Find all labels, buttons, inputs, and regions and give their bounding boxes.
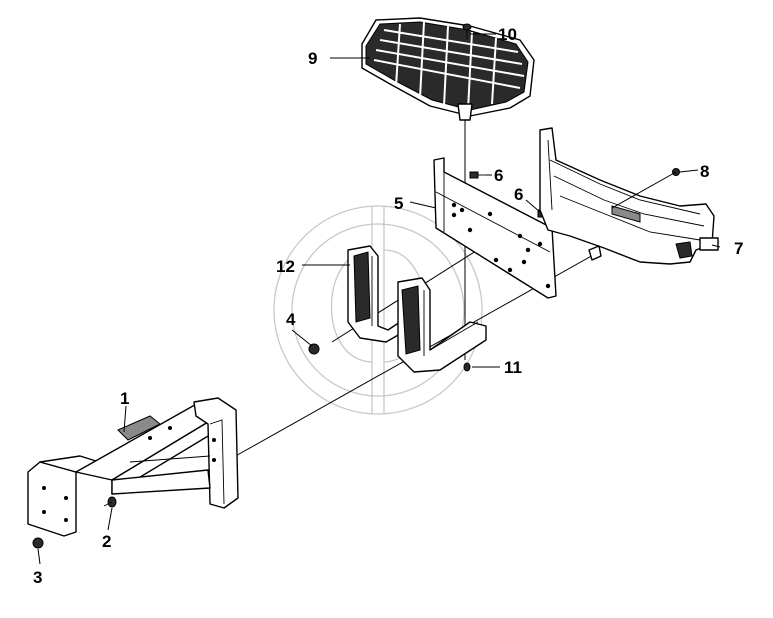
callout-4: 4 [286, 310, 296, 329]
nut-part-11 [463, 362, 471, 372]
callout-1: 1 [120, 389, 129, 408]
bracket-screw-part [588, 245, 602, 261]
leader-lines [37, 33, 721, 565]
callout-12: 12 [276, 257, 295, 276]
hook-bracket-left-part [347, 245, 401, 343]
callout-3: 3 [33, 568, 42, 587]
callout-9: 9 [308, 49, 317, 68]
callout-2: 2 [102, 532, 111, 551]
nut-part-3 [32, 537, 44, 549]
bolt-part-upper [469, 171, 486, 179]
callout-5: 5 [394, 194, 403, 213]
step-tray-part [361, 17, 535, 121]
callout-6-lower: 6 [514, 185, 523, 204]
callout-6-upper: 6 [494, 166, 503, 185]
hook-bracket-right-part [397, 277, 487, 373]
bolt-part-2 [103, 496, 117, 508]
screw-part [462, 23, 472, 40]
callout-8: 8 [700, 162, 709, 181]
main-frame-part [27, 397, 239, 537]
nut-part-4 [308, 343, 320, 355]
callout-10: 10 [498, 25, 517, 44]
rear-bracket-part [539, 127, 719, 265]
mounting-plate-part [433, 157, 557, 299]
callout-7: 7 [734, 239, 743, 258]
callout-11: 11 [504, 358, 522, 377]
